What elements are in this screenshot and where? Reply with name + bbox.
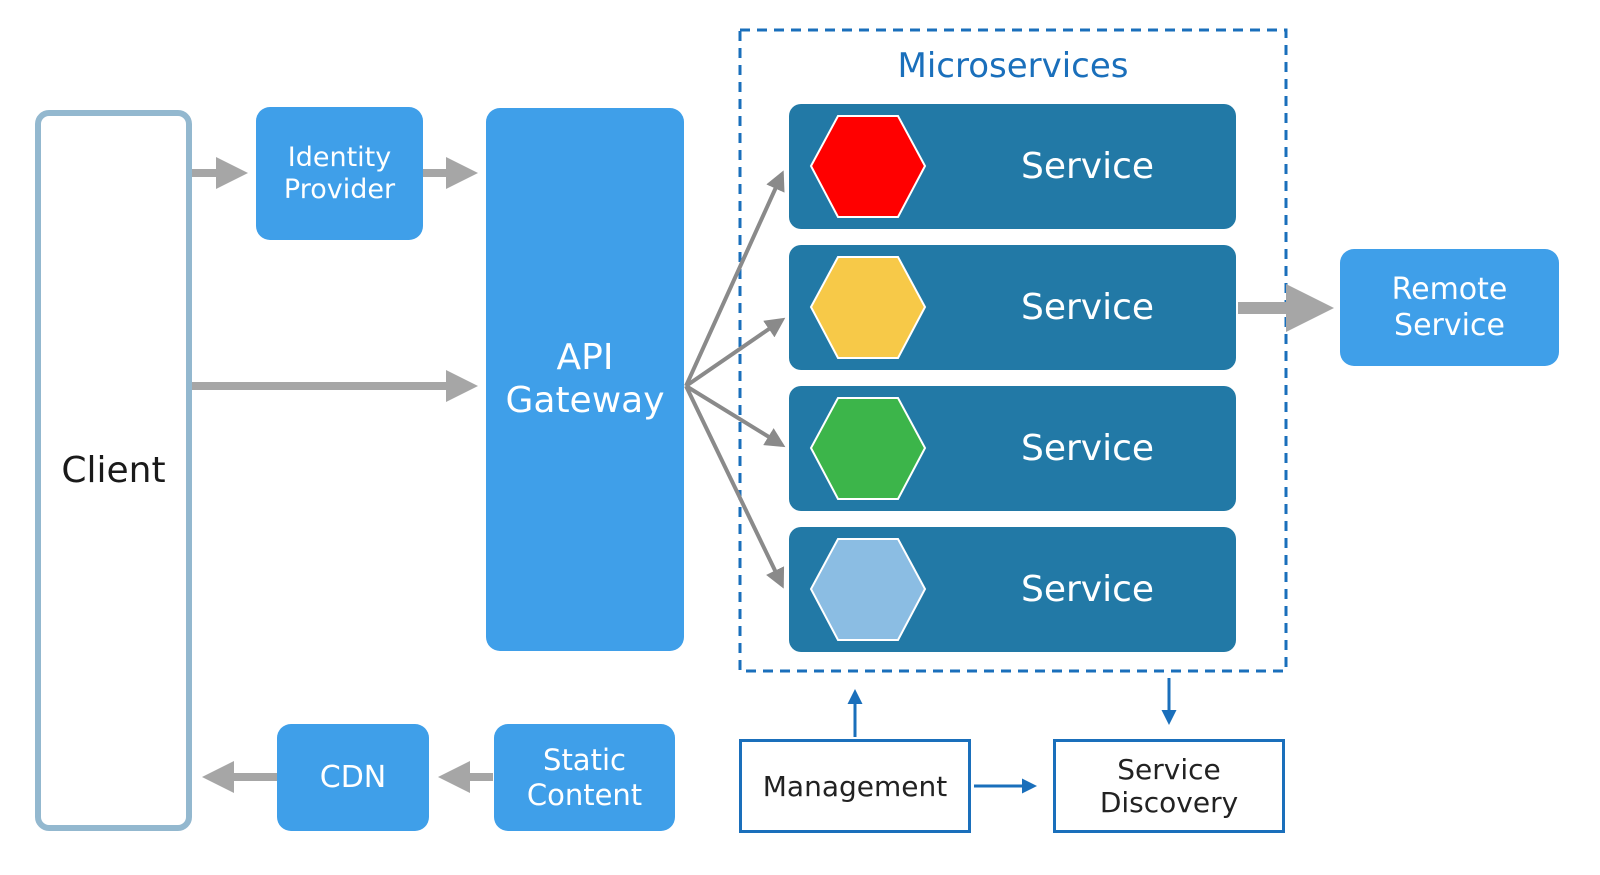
service-box: Service [789, 104, 1236, 229]
static-content-label: Static Content [526, 743, 643, 812]
hexagon-icon [809, 256, 927, 359]
static-content-box: Static Content [494, 724, 675, 831]
service-discovery-box: Service Discovery [1053, 739, 1285, 833]
remote-service-label: Remote Service [1391, 272, 1508, 343]
microservices-title: Microservices [897, 46, 1129, 86]
service-label: Service [1020, 146, 1155, 187]
cdn-label: CDN [319, 760, 387, 795]
service-label: Service [1020, 287, 1155, 328]
arrow-gateway-to-service-4 [684, 385, 785, 589]
client-label: Client [61, 450, 166, 491]
management-label: Management [762, 769, 948, 803]
service-label: Service [1020, 428, 1155, 469]
arrow-gateway-to-service-1 [684, 170, 785, 387]
client-box: Client [35, 110, 192, 831]
hexagon-icon [809, 538, 927, 641]
api-gateway-box: API Gateway [486, 108, 684, 651]
microservices-boundary [738, 28, 1288, 673]
api-gateway-label: API Gateway [505, 337, 665, 421]
service-label: Service [1020, 569, 1155, 610]
management-box: Management [739, 739, 971, 833]
arrow-gateway-to-service-3 [684, 384, 786, 448]
service-box: Service [789, 386, 1236, 511]
service-discovery-label: Service Discovery [1099, 752, 1239, 819]
hexagon-icon [809, 115, 927, 218]
service-box: Service [789, 245, 1236, 370]
arrow-gateway-to-service-2 [684, 317, 786, 388]
hexagon-icon [809, 397, 927, 500]
service-box: Service [789, 527, 1236, 652]
remote-service-box: Remote Service [1340, 249, 1559, 366]
identity-provider-label: Identity Provider [283, 141, 396, 205]
cdn-box: CDN [277, 724, 429, 831]
identity-provider-box: Identity Provider [256, 107, 423, 240]
